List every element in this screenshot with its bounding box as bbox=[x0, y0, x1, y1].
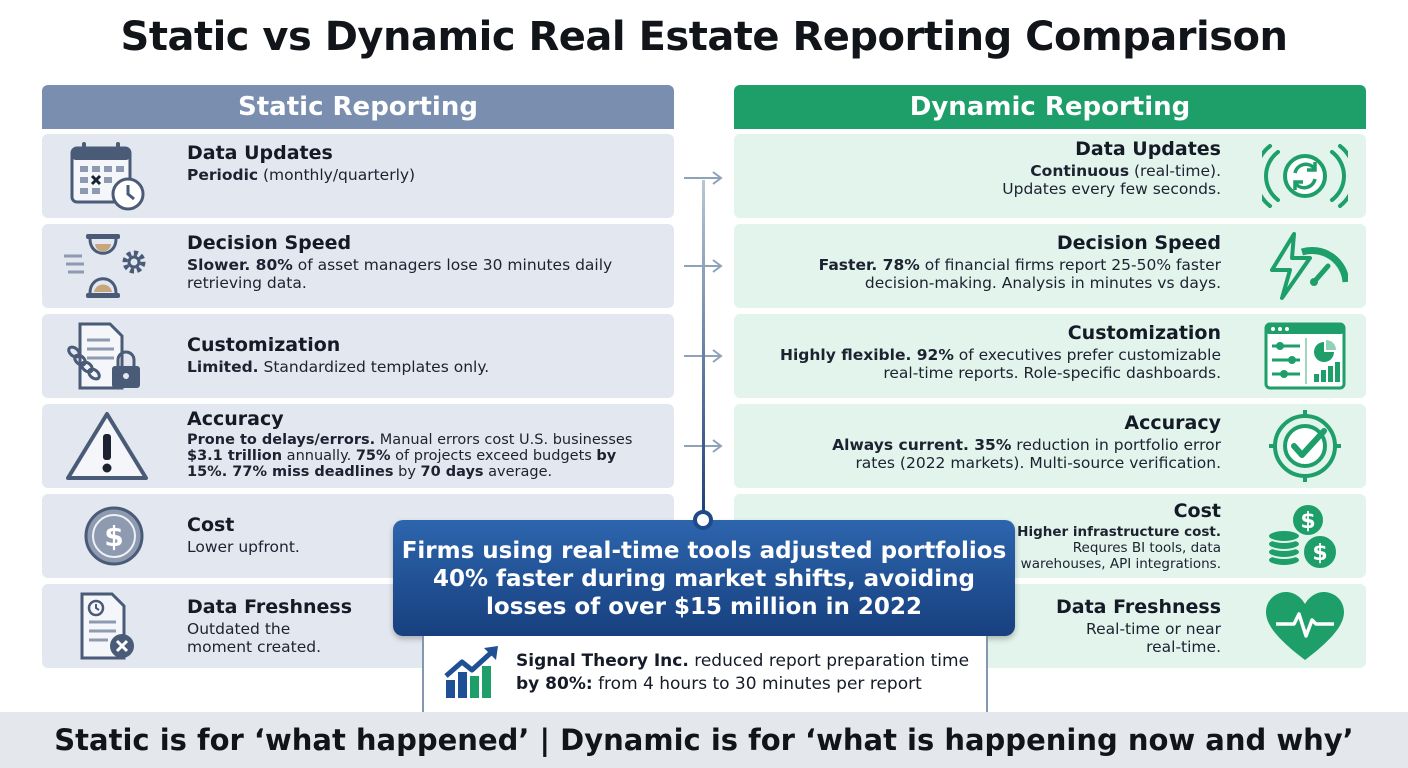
row-description: Slower. 80% of asset managers lose 30 mi… bbox=[187, 256, 613, 292]
dynamic-column-header: Dynamic Reporting bbox=[734, 85, 1366, 129]
case-study-text: Signal Theory Inc. reduced report prepar… bbox=[516, 651, 970, 694]
row-description: Real-time or near real-time. bbox=[1086, 620, 1221, 656]
row-title: Customization bbox=[187, 334, 341, 356]
case-study: Signal Theory Inc. reduced report prepar… bbox=[422, 636, 988, 712]
row-title: Accuracy bbox=[187, 408, 284, 430]
warning-triangle-icon bbox=[64, 410, 150, 482]
page-title: Static vs Dynamic Real Estate Reporting … bbox=[120, 14, 1288, 60]
static-column-header: Static Reporting bbox=[42, 85, 674, 129]
row-description: Continuous (real-time). Updates every fe… bbox=[1002, 162, 1221, 198]
row-title: Data Updates bbox=[187, 142, 333, 164]
row-title: Decision Speed bbox=[1056, 232, 1221, 254]
dynamic-row-customization: Customization Highly flexible. 92% of ex… bbox=[734, 314, 1366, 398]
svg-text:$: $ bbox=[104, 520, 123, 553]
growth-chart-icon bbox=[444, 642, 506, 700]
hourglass-gear-icon bbox=[64, 230, 150, 302]
dollar-coin-icon: $ bbox=[64, 500, 150, 572]
svg-text:$: $ bbox=[1300, 509, 1315, 534]
document-clock-x-icon bbox=[64, 590, 150, 662]
dynamic-row-data-updates: Data Updates Continuous (real-time). Upd… bbox=[734, 134, 1366, 218]
row-description: Lower upfront. bbox=[187, 538, 300, 556]
heart-pulse-icon bbox=[1262, 590, 1348, 662]
row-description: Periodic (monthly/quarterly) bbox=[187, 166, 416, 184]
static-row-data-updates: Data Updates Periodic (monthly/quarterly… bbox=[42, 134, 674, 218]
row-title: Data Freshness bbox=[1056, 596, 1221, 618]
static-row-customization: Customization Limited. Standardized temp… bbox=[42, 314, 674, 398]
row-description: Faster. 78% of financial firms report 25… bbox=[818, 256, 1221, 292]
row-description: Prone to delays/errors. Manual errors co… bbox=[187, 432, 633, 480]
row-title: Accuracy bbox=[1124, 412, 1221, 434]
calendar-clock-icon bbox=[64, 140, 150, 212]
row-title: Data Freshness bbox=[187, 596, 352, 618]
dashboard-sliders-icon bbox=[1262, 320, 1348, 392]
static-row-decision-speed: Decision Speed Slower. 80% of asset mana… bbox=[42, 224, 674, 308]
row-description: Always current. 35% reduction in portfol… bbox=[832, 436, 1221, 472]
row-description: Outdated the moment created. bbox=[187, 620, 322, 656]
dynamic-row-accuracy: Accuracy Always current. 35% reduction i… bbox=[734, 404, 1366, 488]
row-title: Decision Speed bbox=[187, 232, 352, 254]
document-chain-lock-icon bbox=[64, 320, 150, 392]
row-title: Data Updates bbox=[1075, 138, 1221, 160]
arrow-icon bbox=[684, 171, 723, 185]
row-description: Limited. Standardized templates only. bbox=[187, 358, 490, 376]
connector-line bbox=[702, 180, 705, 516]
svg-text:$: $ bbox=[1312, 541, 1327, 566]
row-title: Cost bbox=[187, 514, 235, 536]
footer-banner: Static is for ‘what happened’ | Dynamic … bbox=[0, 712, 1408, 768]
row-description: Higher infrastructure cost. Requres BI t… bbox=[1017, 524, 1221, 572]
lightning-gauge-icon bbox=[1262, 230, 1350, 302]
target-check-icon bbox=[1262, 410, 1348, 482]
static-row-accuracy: Accuracy Prone to delays/errors. Manual … bbox=[42, 404, 674, 488]
dynamic-row-decision-speed: Decision Speed Faster. 78% of financial … bbox=[734, 224, 1366, 308]
sync-signal-icon bbox=[1253, 140, 1357, 212]
connector-dot bbox=[693, 510, 713, 530]
row-title: Cost bbox=[1173, 500, 1221, 522]
row-description: Highly flexible. 92% of executives prefe… bbox=[780, 346, 1221, 382]
callout-box: Firms using real-time tools adjusted por… bbox=[393, 520, 1015, 636]
coin-stack-icon: $ $ bbox=[1262, 500, 1348, 572]
row-title: Customization bbox=[1067, 322, 1221, 344]
